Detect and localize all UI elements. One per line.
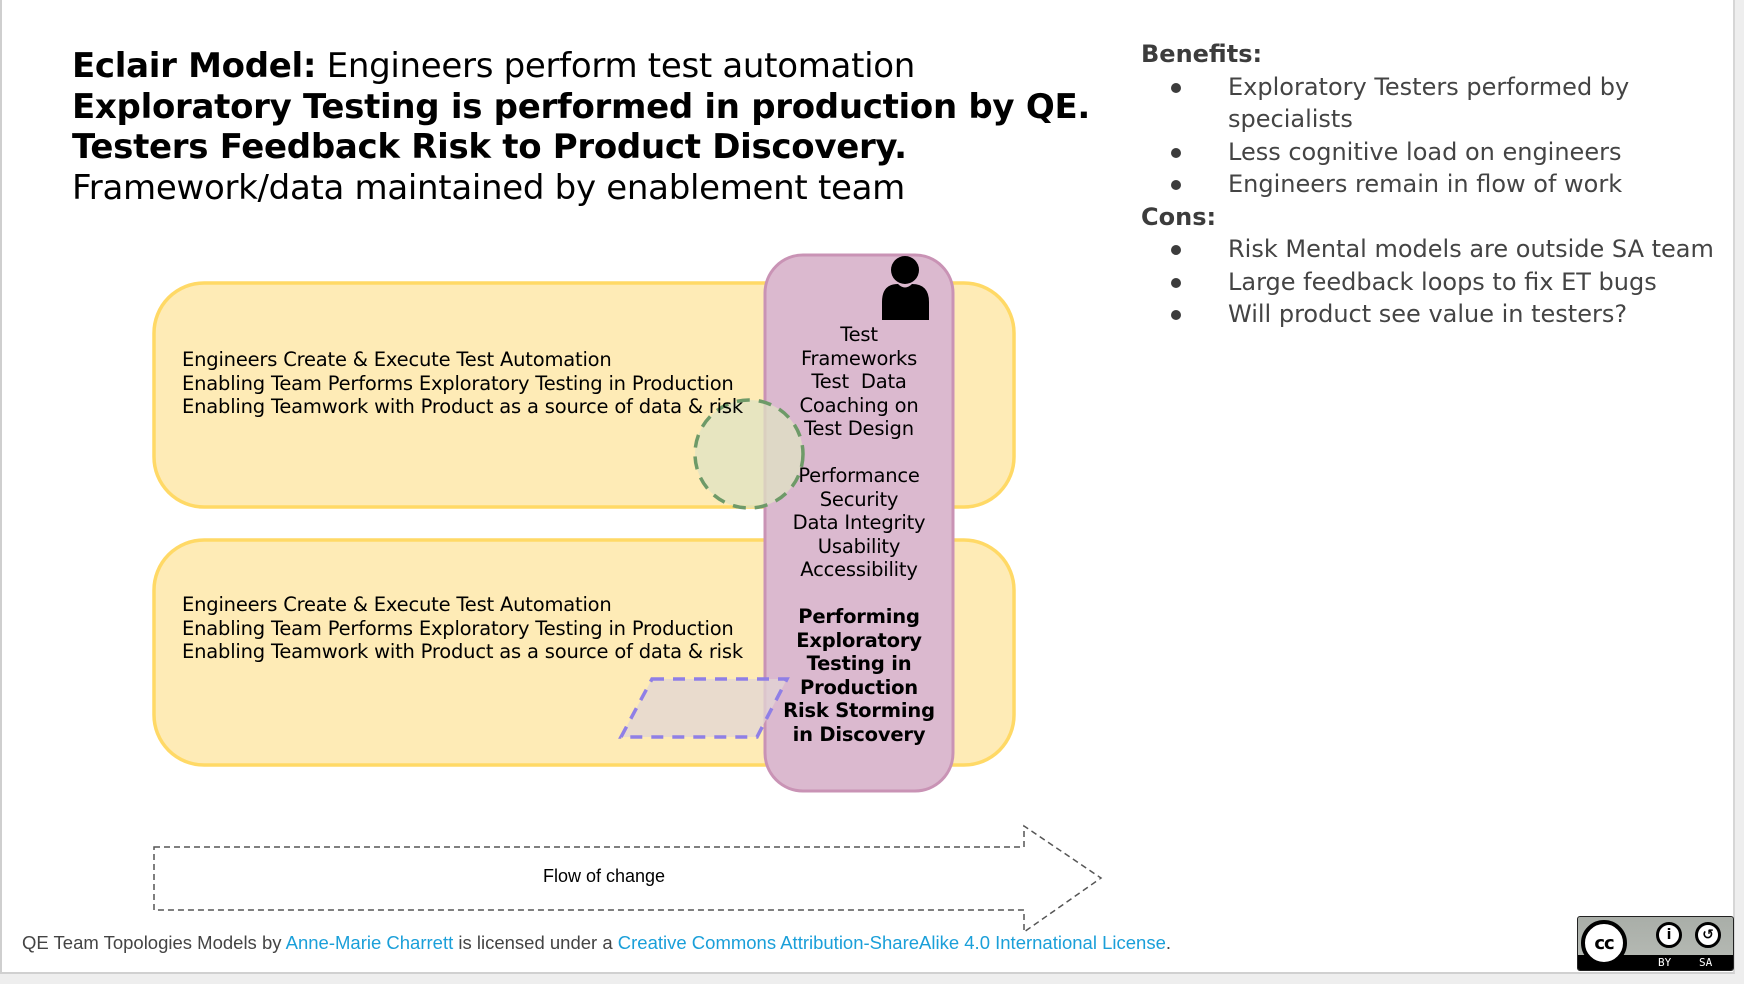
benefit-item: Less cognitive load on engineers: [1141, 136, 1721, 169]
enabling-team-box: [763, 253, 955, 793]
bullet-icon: [1171, 245, 1181, 255]
cons-heading: Cons:: [1141, 202, 1217, 231]
attribution-icon: i: [1656, 922, 1682, 948]
title-line-4: Framework/data maintained by enablement …: [72, 167, 905, 208]
benefit-item: Engineers remain in flow of work: [1141, 168, 1721, 201]
enabling-activities: Performing Exploratory Testing in Produc…: [783, 605, 935, 746]
flow-of-change-label: Flow of change: [542, 866, 666, 886]
license-link[interactable]: Creative Commons Attribution-ShareAlike …: [617, 932, 1166, 953]
con-item: Will product see value in testers?: [1141, 298, 1721, 331]
bullet-icon: [1171, 310, 1181, 320]
benefits-heading: Benefits:: [1141, 40, 1263, 68]
bullet-icon: [1171, 277, 1181, 288]
bullet-icon: [1171, 147, 1181, 158]
title-model-desc: Engineers perform test automation: [316, 46, 916, 86]
title-line-3: Testers Feedback Risk to Product Discove…: [72, 127, 907, 167]
author-link[interactable]: Anne-Marie Charrett: [285, 932, 454, 953]
share-alike-icon: ↺: [1695, 922, 1721, 948]
enabling-capabilities: Test Frameworks Test Data Coaching on Te…: [799, 323, 919, 440]
con-item: Large feedback loops to fix ET bugs: [1141, 266, 1721, 299]
title-model-name: Eclair Model:: [72, 46, 317, 86]
benefits-list: Exploratory Testers performed by special…: [1141, 71, 1721, 201]
sa-label: SA: [1699, 956, 1713, 969]
title-line-2: Exploratory Testing is performed in prod…: [72, 86, 1090, 127]
collaboration-circle: [693, 398, 805, 510]
benefit-item: Exploratory Testers performed by special…: [1141, 71, 1721, 136]
by-label: BY: [1658, 956, 1672, 969]
cc-icon: cc: [1581, 920, 1627, 966]
enabling-quality-attributes: Performance Security Data Integrity Usab…: [792, 464, 926, 581]
license-footer: QE Team Topologies Models by Anne-Marie …: [22, 932, 1171, 953]
cons-list: Risk Mental models are outside SA team L…: [1141, 233, 1721, 331]
stream-team-text-1: Engineers Create & Execute Test Automati…: [182, 348, 743, 418]
con-item: Risk Mental models are outside SA team: [1141, 233, 1721, 266]
cc-by-sa-badge[interactable]: cc i ↺ BY SA: [1577, 916, 1734, 971]
title-line-1: Eclair Model: Engineers perform test aut…: [72, 46, 1090, 87]
bullet-icon: [1171, 82, 1181, 93]
facilitating-parallelogram: [618, 677, 790, 739]
pros-cons-panel: Benefits: Exploratory Testers performed …: [1141, 38, 1721, 331]
bullet-icon: [1171, 180, 1181, 190]
slide-title: Eclair Model: Engineers perform test aut…: [72, 46, 1090, 208]
stream-team-text-2: Engineers Create & Execute Test Automati…: [182, 593, 743, 663]
person-icon: [882, 256, 929, 320]
flow-arrow: [153, 824, 1103, 934]
